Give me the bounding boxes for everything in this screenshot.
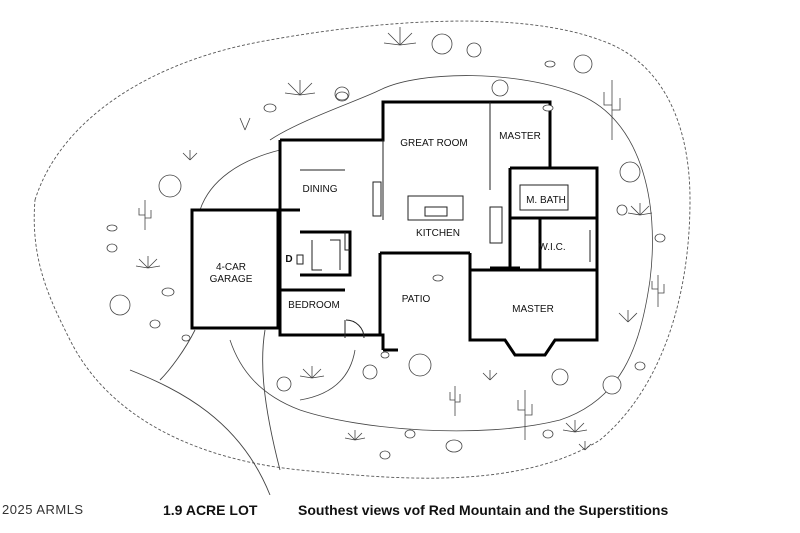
label-garage-line2: GARAGE xyxy=(210,274,253,285)
rock-icon xyxy=(106,60,666,460)
label-patio: PATIO xyxy=(402,294,431,305)
saguaro-cactus-icon xyxy=(517,390,533,440)
saguaro-cactus-icon xyxy=(651,275,665,307)
label-bedroom: BEDROOM xyxy=(288,300,340,311)
label-d: D xyxy=(285,254,292,265)
walls xyxy=(190,100,599,357)
label-great-room: GREAT ROOM xyxy=(400,138,467,149)
label-master-top: MASTER xyxy=(499,131,541,142)
driveway xyxy=(262,329,281,471)
driveway xyxy=(159,329,196,381)
saguaro-cactus-icon xyxy=(603,80,621,140)
label-kitchen: KITCHEN xyxy=(416,228,460,239)
label-wic: W.I.C. xyxy=(538,242,565,253)
label-master-bottom: MASTER xyxy=(512,304,554,315)
saguaro-cactus-icon xyxy=(449,386,461,416)
saguaro-cactus-icon xyxy=(138,200,152,230)
landscape-boundary-2 xyxy=(199,149,281,211)
shrub-icon xyxy=(109,33,641,395)
label-m-bath: M. BATH xyxy=(526,195,566,206)
floor-plan-drawing: GREAT ROOM MASTER DINING M. BATH KITCHEN… xyxy=(33,20,691,495)
driveway xyxy=(129,369,271,495)
lot-boundary xyxy=(33,20,691,479)
agave-icon xyxy=(135,27,653,451)
interior-lines xyxy=(296,102,591,339)
label-dining: DINING xyxy=(303,184,338,195)
copyright-text: 2025 ARMLS xyxy=(2,502,84,517)
walkway xyxy=(299,349,356,401)
lot-size-caption: 1.9 ACRE LOT xyxy=(163,502,258,518)
label-garage-line1: 4-CAR xyxy=(216,262,246,273)
landscape-boundary xyxy=(229,75,653,432)
views-caption: Southest views vof Red Mountain and the … xyxy=(298,502,669,518)
